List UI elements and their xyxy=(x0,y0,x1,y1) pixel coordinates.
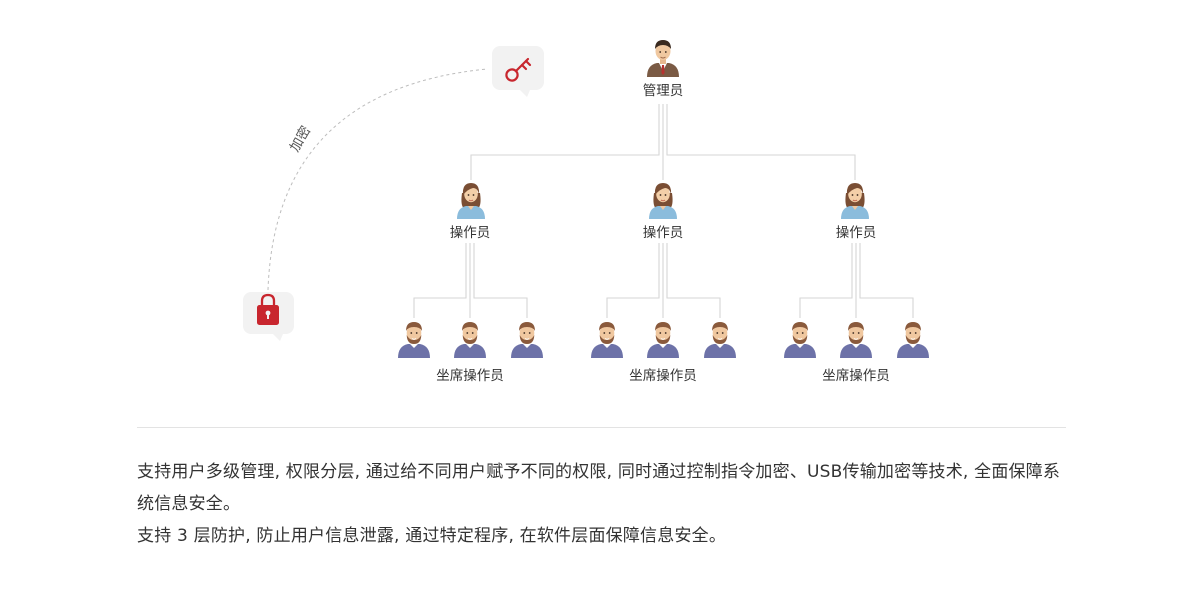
operator-label: 操作员 xyxy=(643,225,684,241)
agent-avatar xyxy=(703,321,737,359)
operator-avatar xyxy=(840,182,870,220)
agent-group: 坐席操作员 xyxy=(590,321,737,384)
admin-node: 管理员 xyxy=(643,39,684,99)
operator-node: 操作员 xyxy=(450,182,491,241)
section-divider xyxy=(137,427,1066,428)
lock-icon xyxy=(257,293,279,325)
operator-node: 操作员 xyxy=(643,182,684,241)
agent-label: 坐席操作员 xyxy=(822,368,890,384)
operator-label: 操作员 xyxy=(836,225,877,241)
lock-bubble xyxy=(243,292,294,341)
encryption-arc xyxy=(267,68,488,291)
agent-label: 坐席操作员 xyxy=(436,368,504,384)
operator-connectors xyxy=(413,243,914,318)
agent-avatar xyxy=(646,321,680,359)
operator-avatar xyxy=(456,182,486,220)
permission-hierarchy-diagram: 加密 xyxy=(243,39,930,384)
agent-avatar xyxy=(590,321,624,359)
description: 支持用户多级管理, 权限分层, 通过给不同用户赋予不同的权限, 同时通过控制指令… xyxy=(137,456,1077,552)
agent-avatar xyxy=(397,321,431,359)
operator-avatar xyxy=(648,182,678,220)
agent-avatar xyxy=(839,321,873,359)
agent-avatar xyxy=(896,321,930,359)
admin-avatar xyxy=(646,39,680,78)
description-line-1: 支持用户多级管理, 权限分层, 通过给不同用户赋予不同的权限, 同时通过控制指令… xyxy=(137,462,1061,514)
agent-label: 坐席操作员 xyxy=(629,368,697,384)
agent-avatar xyxy=(510,321,544,359)
agent-group: 坐席操作员 xyxy=(783,321,930,384)
description-line-2: 支持 3 层防护, 防止用户信息泄露, 通过特定程序, 在软件层面保障信息安全。 xyxy=(137,526,727,546)
admin-connectors xyxy=(470,104,856,180)
admin-label: 管理员 xyxy=(643,83,684,99)
agent-group: 坐席操作员 xyxy=(397,321,544,384)
operator-node: 操作员 xyxy=(836,182,877,241)
key-bubble xyxy=(492,46,544,97)
operator-label: 操作员 xyxy=(450,225,491,241)
agent-avatar xyxy=(453,321,487,359)
key-icon xyxy=(505,57,532,82)
agent-avatar xyxy=(783,321,817,359)
encrypt-label: 加密 xyxy=(286,123,314,155)
